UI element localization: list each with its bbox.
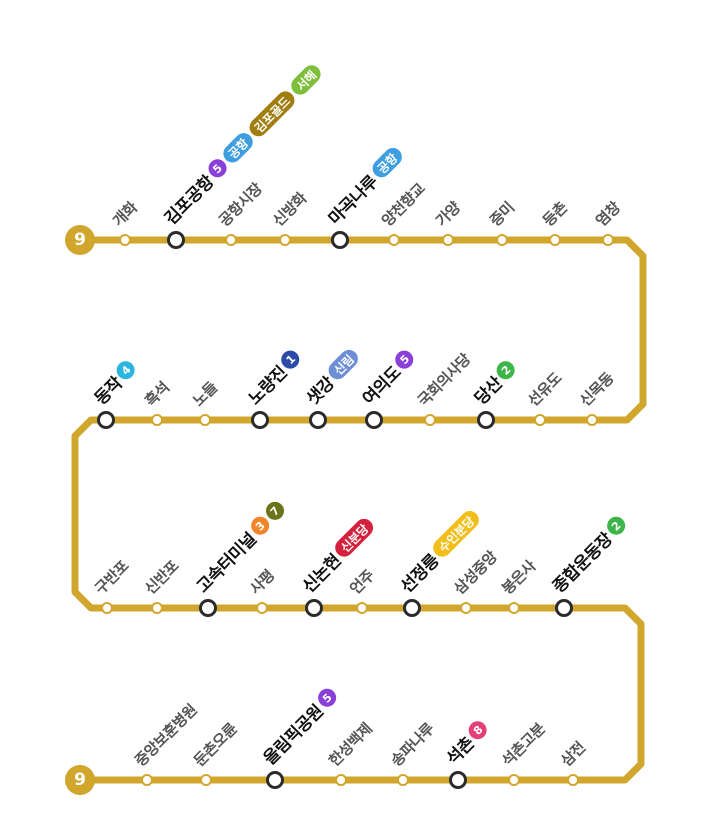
station-marker[interactable] bbox=[335, 774, 347, 786]
transfer-station-marker[interactable] bbox=[449, 771, 467, 789]
station-marker[interactable] bbox=[534, 414, 546, 426]
station-marker[interactable] bbox=[199, 414, 211, 426]
station-marker[interactable] bbox=[141, 774, 153, 786]
station-marker[interactable] bbox=[508, 602, 520, 614]
station-marker[interactable] bbox=[460, 602, 472, 614]
station-marker[interactable] bbox=[508, 774, 520, 786]
station-marker[interactable] bbox=[549, 234, 561, 246]
station-marker[interactable] bbox=[356, 602, 368, 614]
station-marker[interactable] bbox=[200, 774, 212, 786]
transfer-station-marker[interactable] bbox=[331, 231, 349, 249]
station-marker[interactable] bbox=[397, 774, 409, 786]
station-marker[interactable] bbox=[151, 602, 163, 614]
station-marker[interactable] bbox=[256, 602, 268, 614]
station-marker[interactable] bbox=[279, 234, 291, 246]
transfer-station-marker[interactable] bbox=[97, 411, 115, 429]
transfer-station-marker[interactable] bbox=[555, 599, 573, 617]
transfer-station-marker[interactable] bbox=[199, 599, 217, 617]
transfer-station-marker[interactable] bbox=[365, 411, 383, 429]
station-marker[interactable] bbox=[424, 414, 436, 426]
transfer-station-marker[interactable] bbox=[251, 411, 269, 429]
station-marker[interactable] bbox=[586, 414, 598, 426]
transfer-station-marker[interactable] bbox=[403, 599, 421, 617]
station-marker[interactable] bbox=[567, 774, 579, 786]
transfer-station-marker[interactable] bbox=[266, 771, 284, 789]
transfer-station-marker[interactable] bbox=[477, 411, 495, 429]
line-9-end-badge: 9 bbox=[65, 765, 95, 795]
line-9-start-badge: 9 bbox=[65, 225, 95, 255]
station-marker[interactable] bbox=[101, 602, 113, 614]
station-marker[interactable] bbox=[442, 234, 454, 246]
transfer-station-marker[interactable] bbox=[167, 231, 185, 249]
station-marker[interactable] bbox=[119, 234, 131, 246]
station-marker[interactable] bbox=[602, 234, 614, 246]
transfer-station-marker[interactable] bbox=[309, 411, 327, 429]
station-marker[interactable] bbox=[388, 234, 400, 246]
station-marker[interactable] bbox=[496, 234, 508, 246]
station-marker[interactable] bbox=[225, 234, 237, 246]
transfer-station-marker[interactable] bbox=[305, 599, 323, 617]
station-marker[interactable] bbox=[151, 414, 163, 426]
